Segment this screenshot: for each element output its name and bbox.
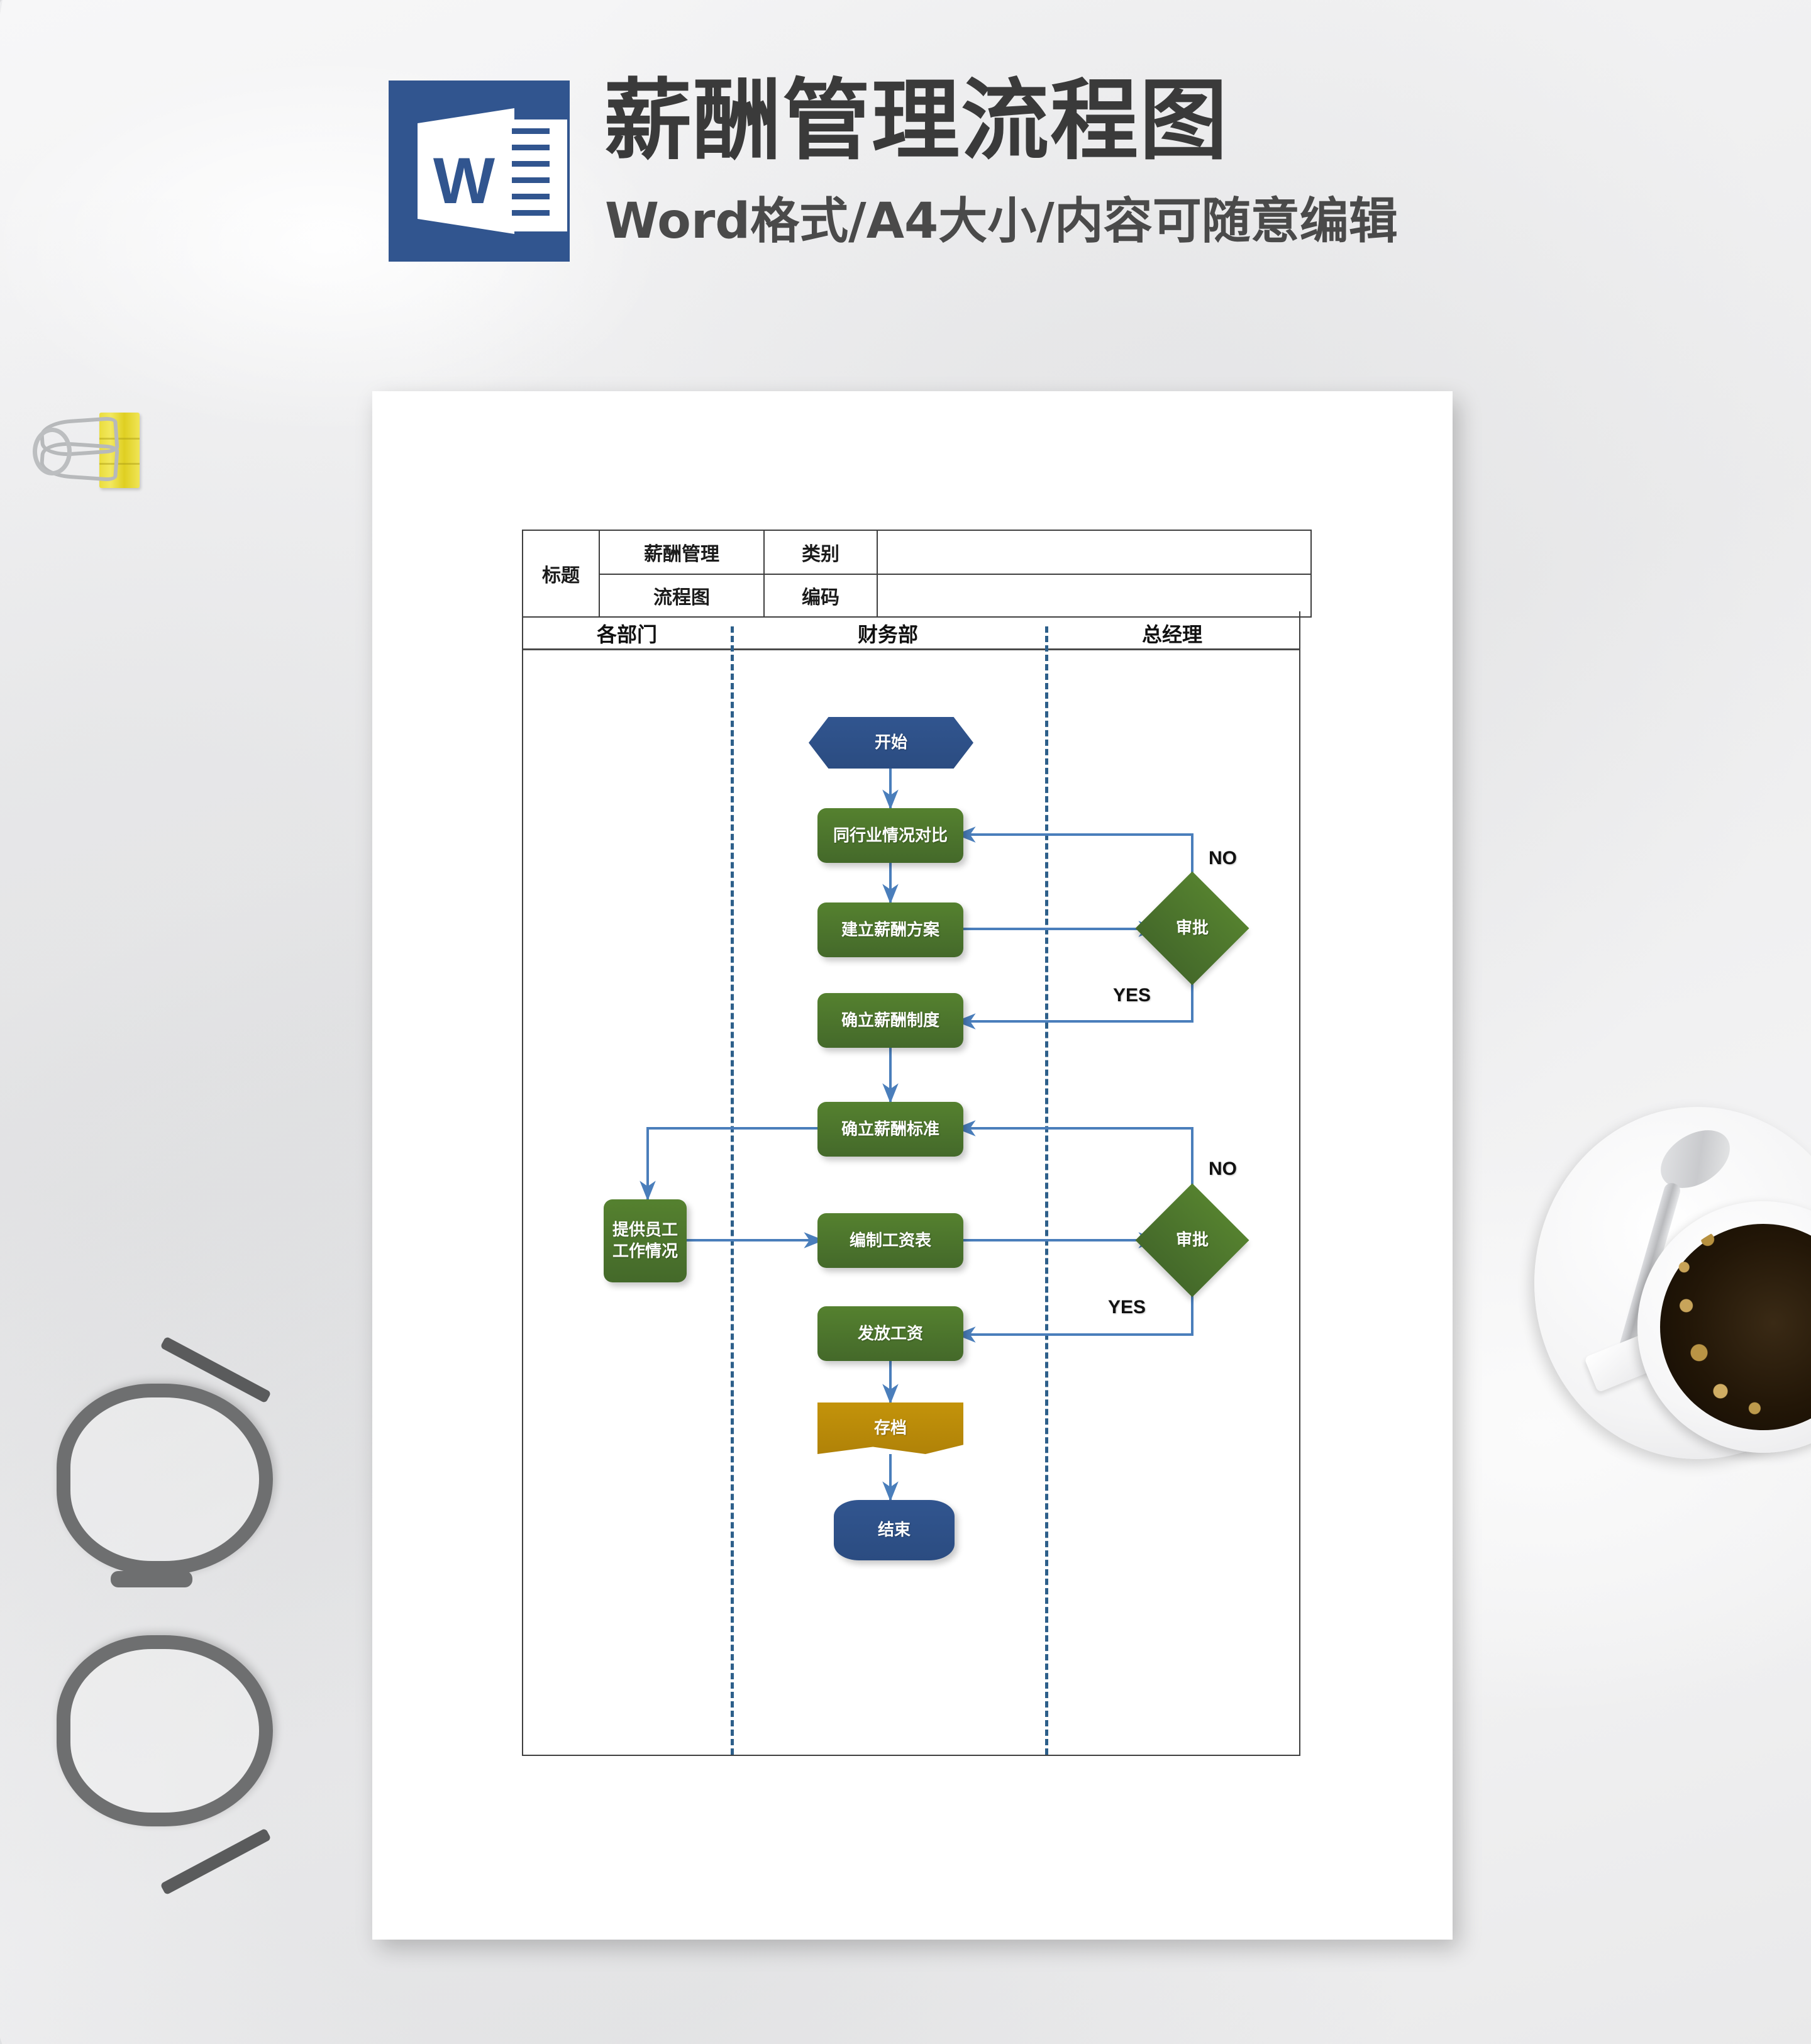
flow-node-system[interactable]: 确立薪酬制度 — [817, 993, 963, 1048]
word-app-icon: W — [389, 81, 570, 262]
branch-label-yes-1: YES — [1113, 985, 1151, 1006]
table-row: 流程图 编码 — [523, 574, 1312, 618]
flow-node-staff-label-2: 工作情况 — [612, 1242, 678, 1261]
flow-node-end-label: 结束 — [877, 1521, 911, 1540]
info-code-value[interactable] — [877, 574, 1312, 618]
swimlane-title-dept: 各部门 — [596, 623, 657, 647]
eyeglasses-lens-bottom — [57, 1635, 273, 1826]
swimlane-divider-1 — [731, 626, 734, 1755]
info-category-key: 类别 — [763, 530, 878, 575]
branch-label-yes-2: YES — [1108, 1297, 1146, 1318]
flow-node-payroll-label: 编制工资表 — [849, 1231, 931, 1250]
binder-clip — [19, 395, 214, 511]
flow-node-end[interactable]: 结束 — [834, 1500, 955, 1560]
eyeglasses — [50, 1336, 302, 1912]
document-info-table: 标题 薪酬管理 类别 流程图 编码 — [522, 530, 1312, 618]
flow-node-compare[interactable]: 同行业情况对比 — [817, 808, 963, 863]
info-label-cell: 标题 — [522, 530, 600, 618]
banner-title: 薪酬管理流程图 — [604, 70, 1229, 172]
info-code-key: 编码 — [763, 574, 878, 618]
branch-label-no-2: NO — [1209, 1158, 1237, 1179]
flow-node-plan-label: 建立薪酬方案 — [841, 920, 939, 940]
word-icon-page — [418, 108, 514, 234]
table-row: 标题 薪酬管理 类别 — [522, 530, 1312, 618]
flow-node-payroll[interactable]: 编制工资表 — [817, 1213, 963, 1268]
eyeglasses-lens-top — [57, 1384, 273, 1575]
swimlane-divider-2 — [1045, 626, 1048, 1755]
word-icon-lines — [512, 119, 567, 231]
coffee-crema-bubbles — [1656, 1220, 1811, 1434]
flow-node-approval-2[interactable]: 审批 — [1135, 1183, 1249, 1297]
binder-clip-knob — [33, 428, 72, 475]
flow-connectors — [640, 769, 1193, 1502]
flow-node-archive[interactable]: 存档 — [817, 1402, 963, 1454]
coffee-cup — [1534, 1107, 1811, 1547]
word-icon-letter: W — [433, 145, 496, 218]
flow-node-compare-label: 同行业情况对比 — [833, 826, 948, 845]
flow-node-approval-1-label: 审批 — [1175, 919, 1209, 938]
flow-node-system-label: 确立薪酬制度 — [841, 1011, 939, 1030]
banner-subtitle: Word格式/A4大小/内容可随意编辑 — [605, 193, 1398, 250]
flow-node-start-label: 开始 — [874, 733, 907, 752]
swimlane-frame: 各部门 财务部 总经理 — [522, 611, 1300, 1756]
flow-node-standard-label: 确立薪酬标准 — [841, 1119, 939, 1139]
swimlane-title-gm: 总经理 — [1141, 623, 1202, 647]
eyeglasses-arm-right — [160, 1828, 272, 1896]
info-category-value[interactable] — [877, 530, 1312, 575]
flow-node-standard[interactable]: 确立薪酬标准 — [817, 1102, 963, 1157]
flow-node-pay-label: 发放工资 — [857, 1324, 923, 1343]
swimlane-title-finance: 财务部 — [857, 623, 918, 647]
flow-node-archive-label: 存档 — [873, 1419, 907, 1438]
flow-node-start[interactable]: 开始 — [809, 717, 973, 769]
flow-node-staff[interactable]: 提供员工 工作情况 — [604, 1199, 687, 1282]
swimlane-header-row: 各部门 财务部 总经理 — [523, 611, 1299, 650]
binder-clip-body — [99, 413, 140, 488]
a4-document-page: 标题 薪酬管理 类别 流程图 编码 各部门 财务部 总经理 — [372, 391, 1453, 1940]
flow-node-approval-1[interactable]: 审批 — [1135, 871, 1249, 986]
eyeglasses-bridge — [111, 1571, 192, 1587]
flow-node-pay[interactable]: 发放工资 — [817, 1306, 963, 1361]
branch-label-no-1: NO — [1209, 848, 1237, 869]
flow-node-approval-2-label: 审批 — [1175, 1231, 1209, 1250]
info-docname-line2: 流程图 — [599, 574, 765, 618]
info-docname-line1: 薪酬管理 — [599, 530, 765, 575]
banner: W 薪酬管理流程图 Word格式/A4大小/内容可随意编辑 — [0, 0, 1811, 377]
flow-node-staff-label-1: 提供员工 — [612, 1221, 678, 1240]
flow-node-plan[interactable]: 建立薪酬方案 — [817, 903, 963, 957]
